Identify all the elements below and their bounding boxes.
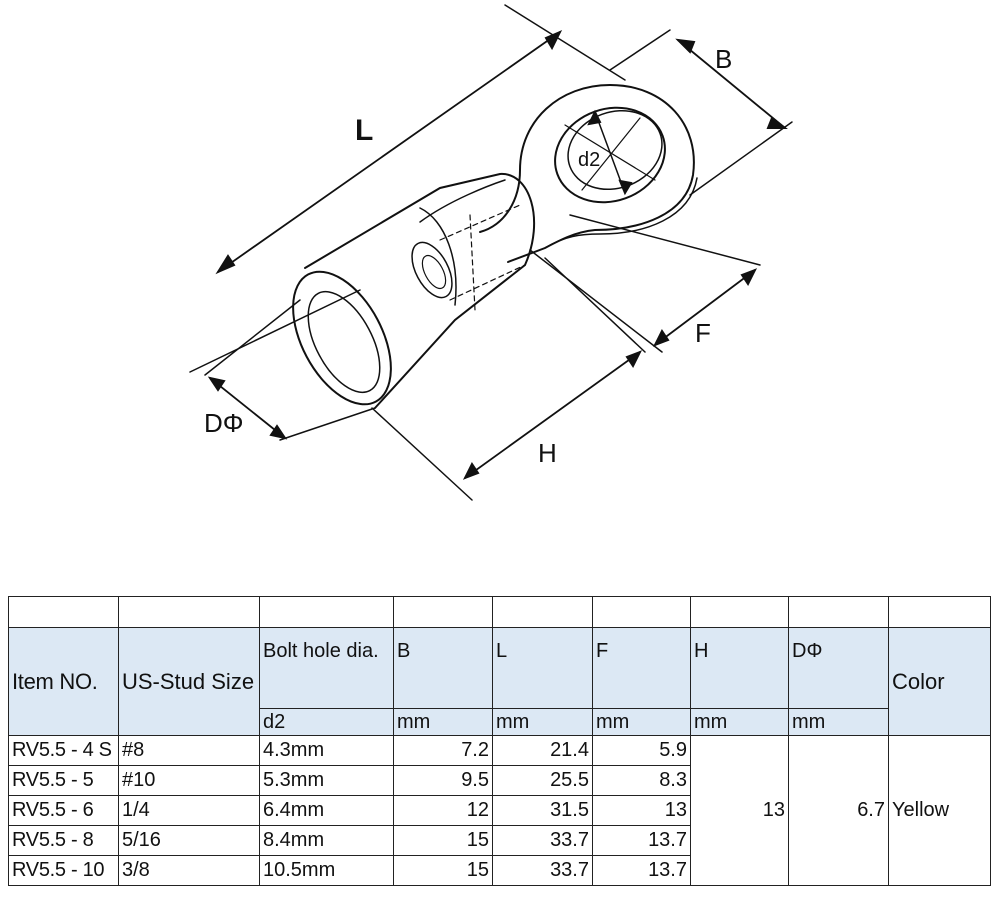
dim-line-B xyxy=(677,39,786,129)
cell-item: RV5.5 - 4 S xyxy=(8,735,119,766)
cell-stud: 3/8 xyxy=(118,855,260,886)
header-bolt-hole-dia: Bolt hole dia. xyxy=(259,627,394,709)
table-row: RV5.5 - 6 1/4 6.4mm 12 31.5 13 xyxy=(8,795,991,826)
ring-tongue-outline xyxy=(479,83,695,263)
table-row: RV5.5 - 4 S #8 4.3mm 7.2 21.4 5.9 13 6.7… xyxy=(8,735,991,886)
table-row: RV5.5 - 8 5/16 8.4mm 15 33.7 13.7 xyxy=(8,825,991,856)
table-row: RV5.5 - 10 3/8 10.5mm 15 33.7 13.7 xyxy=(8,855,991,886)
label-d2: d2 xyxy=(578,149,600,171)
cell-item: RV5.5 - 10 xyxy=(8,855,119,886)
cell-bolt: 6.4mm xyxy=(259,795,394,826)
unit-F: mm xyxy=(592,708,691,736)
header-item-no: Item NO. xyxy=(8,627,119,736)
label-D: DΦ xyxy=(204,408,244,438)
cell-L: 33.7 xyxy=(492,855,593,886)
header-L: L xyxy=(492,627,593,709)
unit-D: mm xyxy=(788,708,889,736)
cell-F: 13.7 xyxy=(592,855,691,886)
cell-F: 13 xyxy=(592,795,691,826)
cell-bolt: 4.3mm xyxy=(259,735,394,766)
cell-L: 31.5 xyxy=(492,795,593,826)
cell-H-merged: 13 xyxy=(690,735,789,886)
blank-row xyxy=(8,596,991,628)
cell-B: 7.2 xyxy=(393,735,493,766)
unit-H: mm xyxy=(690,708,789,736)
cell-B: 15 xyxy=(393,825,493,856)
cell-color-merged: Yellow xyxy=(888,735,991,886)
header-row: Item NO. US-Stud Size Bolt hole dia. B L… xyxy=(8,627,991,736)
cell-bolt: 5.3mm xyxy=(259,765,394,796)
label-F: F xyxy=(695,318,711,348)
header-F: F xyxy=(592,627,691,709)
dim-line-H xyxy=(464,351,641,479)
cell-bolt: 8.4mm xyxy=(259,825,394,856)
label-H: H xyxy=(538,438,557,468)
header-us-stud-size: US-Stud Size xyxy=(118,627,260,736)
cell-stud: 5/16 xyxy=(118,825,260,856)
ring-terminal-diagram: L B F H DΦ d2 xyxy=(189,4,793,501)
unit-B: mm xyxy=(393,708,493,736)
cell-stud: 1/4 xyxy=(118,795,260,826)
dim-line-F xyxy=(654,269,756,346)
cell-L: 33.7 xyxy=(492,825,593,856)
cell-F: 13.7 xyxy=(592,825,691,856)
barrel-opening xyxy=(292,270,392,406)
dim-line-D xyxy=(209,377,286,439)
unit-bolt: d2 xyxy=(259,708,394,736)
cell-L: 25.5 xyxy=(492,765,593,796)
cell-item: RV5.5 - 5 xyxy=(8,765,119,796)
cell-B: 9.5 xyxy=(393,765,493,796)
cell-F: 5.9 xyxy=(592,735,691,766)
cell-stud: #10 xyxy=(118,765,260,796)
header-H: H xyxy=(690,627,789,709)
units-row: d2 mm mm mm mm mm xyxy=(9,708,991,736)
cell-stud: #8 xyxy=(118,735,260,766)
cell-D-merged: 6.7 xyxy=(788,735,889,886)
label-B: B xyxy=(715,44,732,74)
header-color: Color xyxy=(888,627,991,736)
cell-bolt: 10.5mm xyxy=(259,855,394,886)
cell-F: 8.3 xyxy=(592,765,691,796)
cell-item: RV5.5 - 8 xyxy=(8,825,119,856)
spec-table: Item NO. US-Stud Size Bolt hole dia. B L… xyxy=(8,596,991,886)
unit-L: mm xyxy=(492,708,593,736)
label-L: L xyxy=(355,114,373,147)
cell-item: RV5.5 - 6 xyxy=(8,795,119,826)
header-D: DΦ xyxy=(788,627,889,709)
barrel-body xyxy=(304,172,536,409)
dim-line-L xyxy=(217,31,561,273)
cell-L: 21.4 xyxy=(492,735,593,766)
cell-B: 12 xyxy=(393,795,493,826)
header-B: B xyxy=(393,627,493,709)
cell-B: 15 xyxy=(393,855,493,886)
